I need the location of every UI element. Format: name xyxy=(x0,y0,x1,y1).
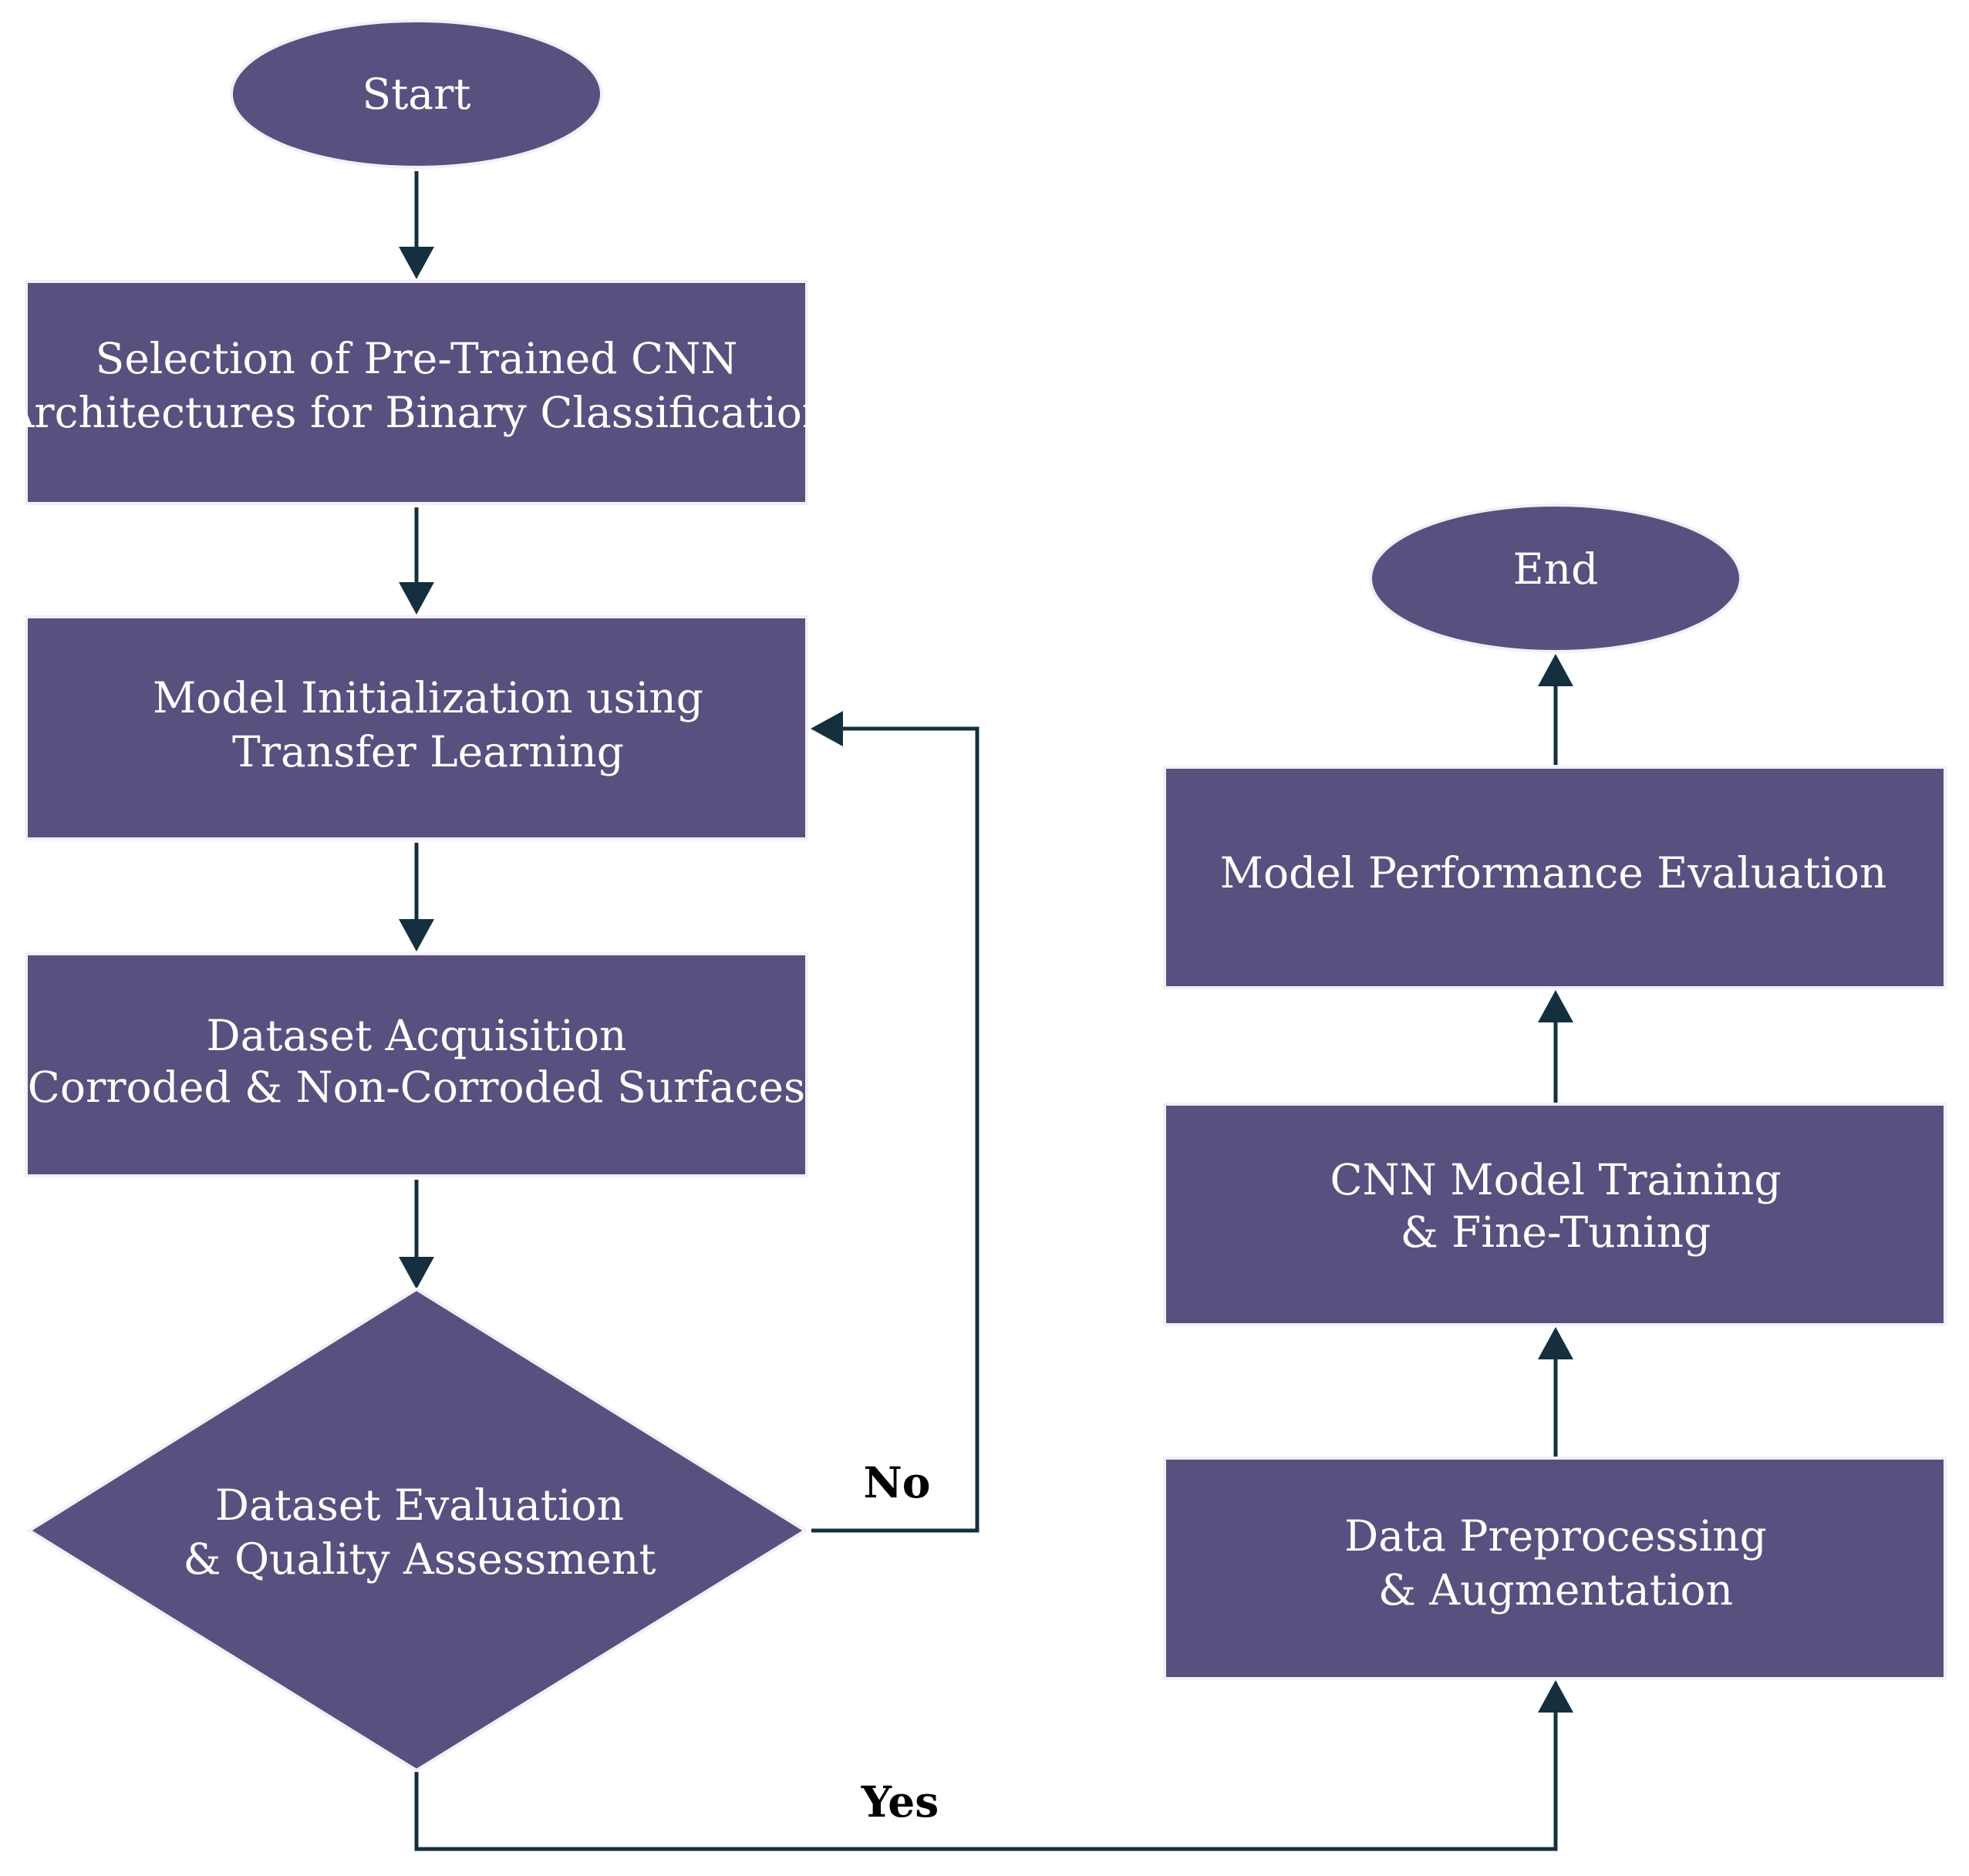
selection-node-line-1: Selection of Pre-Trained CNN xyxy=(96,334,738,383)
init-node: Model Initialization using Transfer Lear… xyxy=(25,615,808,840)
selection-node: Selection of Pre-Trained CNN Architectur… xyxy=(3,280,830,505)
performance-node: Model Performance Evaluation xyxy=(1163,766,1947,989)
preprocessing-node-line-1: Data Preprocessing xyxy=(1344,1511,1767,1561)
start-node: Start xyxy=(230,19,603,169)
training-node-line-2: & Fine-Tuning xyxy=(1401,1207,1711,1257)
evaluation-node: Dataset Evaluation & Quality Assessment xyxy=(26,1287,808,1773)
acquisition-node: Dataset Acquisition (Corroded & Non-Corr… xyxy=(11,952,822,1177)
preprocessing-node-line-2: & Augmentation xyxy=(1378,1565,1733,1615)
edge-training-to-performance xyxy=(1538,990,1573,1103)
edge-evaluation-to-preprocessing-yes: Yes xyxy=(414,1680,1573,1851)
performance-node-label: Model Performance Evaluation xyxy=(1220,848,1887,898)
end-node: End xyxy=(1369,504,1742,653)
start-node-label: Start xyxy=(362,69,471,119)
evaluation-node-line-2: & Quality Assessment xyxy=(184,1534,656,1584)
evaluation-node-line-1: Dataset Evaluation xyxy=(215,1480,624,1530)
edge-preprocessing-to-training xyxy=(1538,1327,1573,1457)
selection-node-line-2: Architectures for Binary Classification xyxy=(3,388,830,437)
init-node-line-2: Transfer Learning xyxy=(232,727,624,776)
acquisition-node-line-1: Dataset Acquisition xyxy=(207,1011,627,1060)
yes-label: Yes xyxy=(861,1777,939,1827)
edge-evaluation-to-init-no: No xyxy=(811,711,979,1533)
edge-selection-to-init xyxy=(399,507,434,615)
init-node-line-1: Model Initialization using xyxy=(153,673,703,722)
training-node: CNN Model Training & Fine-Tuning xyxy=(1163,1103,1947,1326)
nodes-layer: Start Selection of Pre-Trained CNN Archi… xyxy=(3,19,1947,1773)
no-label: No xyxy=(864,1457,931,1507)
edge-performance-to-end xyxy=(1538,654,1573,765)
preprocessing-node: Data Preprocessing & Augmentation xyxy=(1163,1457,1947,1680)
edge-acquisition-to-evaluation xyxy=(399,1180,434,1289)
end-node-label: End xyxy=(1513,544,1599,594)
edge-start-to-selection xyxy=(399,171,434,279)
edge-init-to-acquisition xyxy=(399,843,434,951)
acquisition-node-line-2: (Corroded & Non-Corroded Surfaces) xyxy=(11,1063,821,1112)
training-node-line-1: CNN Model Training xyxy=(1330,1155,1781,1204)
edges-layer: No Yes xyxy=(399,171,1573,1851)
